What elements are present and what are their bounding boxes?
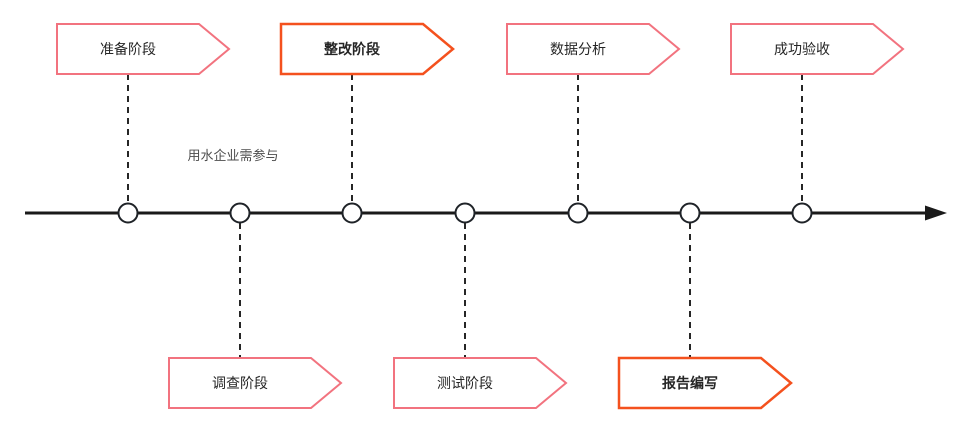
annotation-label: 用水企业需参与 [187, 148, 278, 164]
timeline-arrowhead-icon [925, 205, 947, 221]
milestone-box-data-analysis [506, 23, 681, 75]
milestone-box-investigation [168, 357, 343, 409]
milestone-box-testing [393, 357, 568, 409]
milestone-label-data-analysis: 数据分析 [550, 42, 606, 58]
milestone-box-report [617, 356, 793, 410]
timeline-node-5 [567, 202, 589, 224]
milestone-label-rectification: 整改阶段 [323, 41, 380, 58]
milestone-box-rectification [279, 22, 455, 76]
timeline-node-2 [229, 202, 251, 224]
milestone-label-preparation: 准备阶段 [100, 41, 156, 58]
milestone-label-testing: 测试阶段 [437, 376, 493, 392]
milestone-box-preparation [56, 23, 231, 75]
timeline-node-1 [117, 202, 139, 224]
timeline-node-3 [341, 202, 363, 224]
timeline-node-6 [679, 202, 701, 224]
milestone-label-acceptance: 成功验收 [774, 42, 830, 58]
milestone-label-report: 报告编写 [662, 375, 718, 392]
milestone-label-investigation: 调查阶段 [212, 376, 268, 392]
timeline-node-4 [454, 202, 476, 224]
timeline-node-7 [791, 202, 813, 224]
milestone-box-acceptance [730, 23, 905, 75]
